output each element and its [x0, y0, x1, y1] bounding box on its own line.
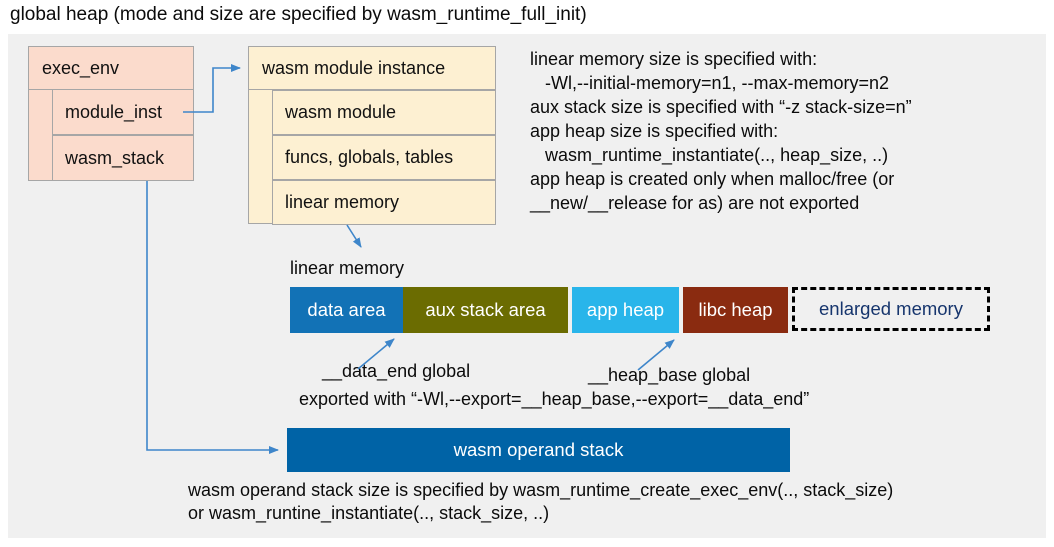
segment-data-area: data area	[290, 287, 403, 333]
exec-env-row-wasm-stack: wasm_stack	[52, 135, 194, 181]
exec-env-row-module-inst: module_inst	[52, 89, 194, 135]
data-end-global-label: __data_end global	[322, 361, 471, 381]
segment-libc-heap: libc heap	[683, 287, 788, 333]
segment-app-heap: app heap	[572, 287, 679, 333]
module-instance-row-funcs-globals-tables: funcs, globals, tables	[272, 135, 496, 180]
diagram-title: global heap (mode and size are specified…	[10, 4, 587, 25]
segment-enlarged-memory: enlarged memory	[792, 287, 990, 331]
wasm-operand-stack-box: wasm operand stack	[287, 428, 790, 472]
segment-aux-stack-area: aux stack area	[403, 287, 568, 333]
note-line: __new/__release for as) are not exported	[530, 193, 860, 213]
note-line: wasm_runtime_instantiate(.., heap_size, …	[530, 145, 889, 165]
linear-memory-label: linear memory	[290, 258, 405, 278]
note-line: -Wl,--initial-memory=n1, --max-memory=n2	[530, 73, 890, 93]
note-line: linear memory size is specified with:	[530, 49, 818, 69]
module-instance-header: wasm module instance	[249, 47, 495, 90]
operand-stack-note-line1: wasm operand stack size is specified by …	[188, 480, 894, 500]
exec-env-header: exec_env	[29, 47, 193, 90]
note-line: app heap is created only when malloc/fre…	[530, 169, 895, 189]
exported-with-label: exported with “-Wl,--export=__heap_base,…	[299, 389, 810, 409]
operand-stack-note-line2: or wasm_runtine_instantiate(.., stack_si…	[188, 503, 550, 523]
note-line: aux stack size is specified with “-z sta…	[530, 97, 912, 117]
exec-env-box: exec_env module_inst wasm_stack	[28, 46, 194, 181]
note-line: app heap size is specified with:	[530, 121, 779, 141]
module-instance-row-wasm-module: wasm module	[272, 90, 496, 135]
module-instance-row-linear-memory: linear memory	[272, 180, 496, 225]
module-instance-box: wasm module instance wasm module funcs, …	[248, 46, 496, 225]
heap-base-global-label: __heap_base global	[588, 365, 751, 385]
size-notes: linear memory size is specified with: -W…	[530, 47, 912, 215]
